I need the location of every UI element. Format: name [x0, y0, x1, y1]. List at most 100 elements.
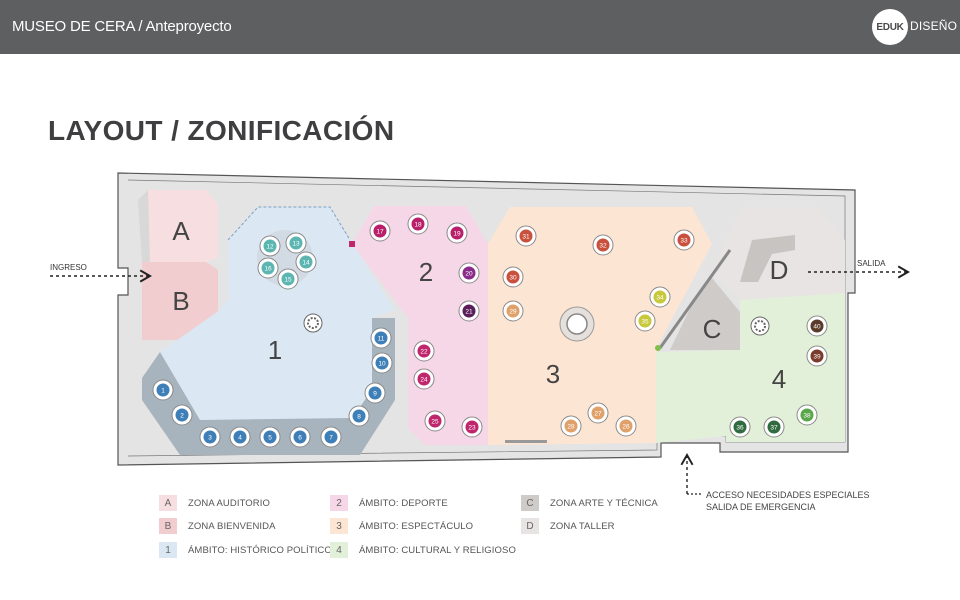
exhibit-35: 35 [634, 310, 656, 332]
legend-label-a: ZONA AUDITORIO [188, 497, 270, 509]
exhibit-number: 13 [292, 241, 300, 248]
zone-a-b-wall [138, 190, 150, 262]
exhibit-number: 20 [465, 271, 473, 278]
exhibit-figure [450, 226, 464, 240]
legend-swatch-a: A [159, 495, 177, 511]
legend-label-2: ÁMBITO: DEPORTE [359, 497, 448, 509]
zone-c [670, 278, 740, 350]
exhibit-figure [175, 408, 189, 422]
legend-label-d: ZONA TALLER [550, 520, 615, 532]
exhibit-figure [293, 430, 307, 444]
exhibit-number: 9 [373, 391, 377, 398]
exhibit-number: 17 [376, 229, 384, 236]
exhibit-number: 18 [414, 222, 422, 229]
exhibit-number: 38 [803, 413, 811, 420]
legend-item-1: 1 ÁMBITO: HISTÓRICO POLÍTICO [159, 542, 332, 558]
zone-d-workbench [740, 235, 795, 282]
exhibit-27: 27 [587, 402, 609, 424]
exhibit-number: 34 [656, 295, 664, 302]
exhibit-figure [619, 419, 633, 433]
exhibit-number: 11 [378, 336, 385, 343]
exhibit-figure [281, 272, 295, 286]
exhibit-number: 25 [431, 419, 439, 426]
exhibit-number: 2 [180, 413, 184, 420]
exhibit-22: 22 [413, 340, 435, 362]
exhibit-figure [564, 419, 578, 433]
exhibit-17: 17 [369, 220, 391, 242]
exhibit-number: 10 [378, 361, 386, 368]
legend-item-b: B ZONA BIENVENIDA [159, 518, 276, 534]
exhibit-number: 40 [813, 324, 821, 331]
exhibit-30: 30 [502, 266, 524, 288]
zone-c-wall [658, 249, 732, 349]
legend-item-c: C ZONA ARTE Y TÉCNICA [521, 495, 658, 511]
zone-1-band [142, 318, 395, 455]
exhibit-figure [263, 430, 277, 444]
exhibit-figure [800, 408, 814, 422]
legend-swatch-c: C [521, 495, 539, 511]
exhibit-number: 33 [680, 238, 688, 245]
exhibit-number: 36 [736, 425, 744, 432]
exhibit-37: 37 [763, 416, 785, 438]
exhibit-23: 23 [461, 416, 483, 438]
exhibit-number: 39 [813, 354, 821, 361]
exhibit-16: 16 [257, 257, 279, 279]
exhibit-number: 37 [770, 425, 778, 432]
exhibit-13: 13 [285, 232, 307, 254]
round-table-zone-3 [559, 306, 595, 342]
exhibit-number: 3 [208, 435, 212, 442]
exhibit-19: 19 [446, 222, 468, 244]
exhibit-figure [506, 304, 520, 318]
special-access-note: ACCESO NECESIDADES ESPECIALES SALIDA DE … [706, 489, 870, 513]
exhibit-8: 8 [348, 405, 370, 427]
exhibit-34: 34 [649, 286, 671, 308]
exhibit-figure [417, 372, 431, 386]
legend-swatch-b: B [159, 518, 177, 534]
exhibit-1: 1 [152, 379, 174, 401]
exhibit-figure [373, 224, 387, 238]
legend-label-b: ZONA BIENVENIDA [188, 520, 276, 532]
exhibit-number: 29 [509, 309, 517, 316]
zone-label-2: 2 [419, 257, 433, 287]
exhibit-number: 23 [468, 425, 476, 432]
exhibit-figure [233, 430, 247, 444]
app-title: MUSEO DE CERA / Anteproyecto [12, 18, 232, 35]
exhibit-figure [810, 349, 824, 363]
exhibit-number: 6 [298, 435, 302, 442]
zone-3-bench [505, 440, 547, 443]
exhibit-figure [506, 270, 520, 284]
exhibit-number: 26 [622, 424, 630, 431]
legend-label-4: ÁMBITO: CULTURAL Y RELIGIOSO [359, 544, 516, 556]
exhibit-figure [156, 383, 170, 397]
exhibit-number: 22 [420, 349, 428, 356]
special-access-line-1: ACCESO NECESIDADES ESPECIALES [706, 490, 870, 500]
exhibit-28: 28 [560, 415, 582, 437]
legend-item-4: 4 ÁMBITO: CULTURAL Y RELIGIOSO [330, 542, 516, 558]
exit-label: SALIDA [857, 259, 886, 268]
exhibit-25: 25 [424, 410, 446, 432]
exhibit-number: 5 [268, 435, 272, 442]
exhibit-figure [677, 233, 691, 247]
exhibit-figure [591, 406, 605, 420]
exhibit-number: 12 [266, 244, 274, 251]
exhibit-3: 3 [199, 426, 221, 448]
exhibit-figure [261, 261, 275, 275]
legend-swatch-4: 4 [330, 542, 348, 558]
header-bar: MUSEO DE CERA / Anteproyecto EDUK DISEÑO [0, 0, 960, 54]
zone-label-1: 1 [268, 335, 282, 365]
exhibit-26: 26 [615, 415, 637, 437]
exhibit-number: 8 [357, 414, 361, 421]
round-table-zone-1 [303, 313, 323, 333]
exhibit-11: 11 [370, 327, 392, 349]
zone-b [142, 262, 218, 340]
special-access-line-2: SALIDA DE EMERGENCIA [706, 502, 816, 512]
exhibit-number: 31 [522, 234, 530, 241]
legend-label-1: ÁMBITO: HISTÓRICO POLÍTICO [188, 544, 332, 556]
exhibit-36: 36 [729, 416, 751, 438]
zone-1 [160, 207, 395, 420]
exhibit-number: 32 [599, 243, 607, 250]
exhibit-20: 20 [458, 262, 480, 284]
exhibit-figure [810, 319, 824, 333]
legend-item-3: 3 ÁMBITO: ESPECTÁCULO [330, 518, 473, 534]
